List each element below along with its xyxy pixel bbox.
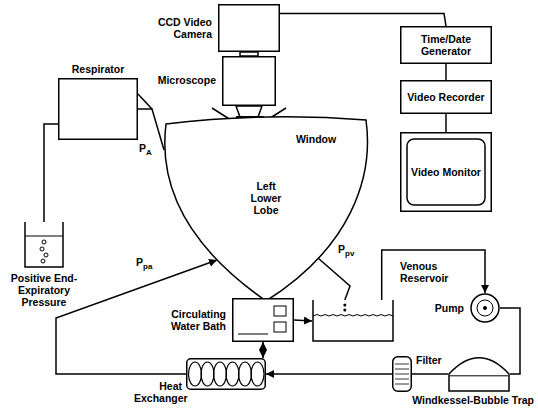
- venous-reservoir: Venous Reservoir: [312, 300, 394, 342]
- node-label: Video Recorder: [404, 91, 488, 103]
- tube-connector: [280, 14, 446, 26]
- node-label: Heat Exchanger: [134, 380, 182, 404]
- pump-symbol-outline: [470, 293, 500, 323]
- recorder-box: Video Recorder: [400, 80, 492, 114]
- tube-connector: [262, 342, 264, 358]
- filter-cylinder: Filter: [392, 356, 412, 392]
- heat-exchanger-outline: [186, 358, 266, 390]
- pump-symbol: Pump: [470, 293, 500, 323]
- node-label: Circulating Water Bath: [146, 308, 226, 332]
- tube-connector: [412, 373, 448, 375]
- water-bath-outline: [232, 298, 294, 342]
- microscope-box-outline: [222, 56, 276, 106]
- peep-beaker-outline: [24, 222, 64, 268]
- camera-box: CCD Video Camera: [218, 4, 280, 52]
- tube-connector: [382, 250, 485, 300]
- respirator-box-outline: [58, 78, 138, 140]
- peep-beaker: Positive End-Expiratory Pressure: [24, 222, 64, 268]
- tube-connector: [266, 373, 392, 375]
- node-label: CCD Video Camera: [138, 16, 212, 40]
- tube-connector: [294, 320, 312, 321]
- venous-reservoir-outline: [312, 300, 394, 342]
- node-label: Video Monitor: [404, 166, 488, 178]
- node-label: Pump: [418, 302, 464, 314]
- airway-branch: [138, 94, 152, 109]
- water-bath: Circulating Water Bath: [232, 298, 294, 342]
- node-label: Respirator: [58, 63, 138, 75]
- tube-connector: [500, 308, 520, 374]
- node-label: Left Lower Lobe: [241, 180, 291, 216]
- bubble-trap: Windkessel-Bubble Trap: [448, 356, 510, 392]
- node-label: Filter: [416, 354, 446, 366]
- bubble-trap-outline: [448, 356, 510, 392]
- window-label: Window: [296, 133, 336, 145]
- tube-connector: [445, 114, 447, 132]
- camera-mount: [240, 52, 258, 56]
- node-label: Venous Reservoir: [400, 260, 480, 284]
- camera-box-outline: [218, 4, 280, 52]
- filter-cylinder-outline: [392, 356, 412, 392]
- objective-lens: [236, 106, 262, 117]
- node-label: Positive End-Expiratory Pressure: [2, 272, 86, 308]
- node-label: Time/Date Generator: [404, 33, 488, 57]
- respirator-box: Respirator: [58, 78, 138, 140]
- tube-connector: [44, 124, 58, 222]
- monitor-box: Video Monitor: [400, 132, 492, 212]
- node-label: Windkessel-Bubble Trap: [404, 394, 534, 406]
- pressure-label: PA: [139, 142, 152, 157]
- generator-box: Time/Date Generator: [400, 26, 492, 64]
- microscope-box: Microscope: [222, 56, 276, 106]
- heat-exchanger: Heat Exchanger: [186, 358, 266, 390]
- pressure-label: Ppv: [338, 243, 354, 258]
- node-label: Microscope: [142, 74, 216, 86]
- tube-connector: [318, 258, 350, 300]
- tube-connector: [445, 64, 447, 80]
- pressure-label: Ppa: [136, 256, 152, 271]
- lung-lobe: Left Lower Lobe: [160, 118, 372, 303]
